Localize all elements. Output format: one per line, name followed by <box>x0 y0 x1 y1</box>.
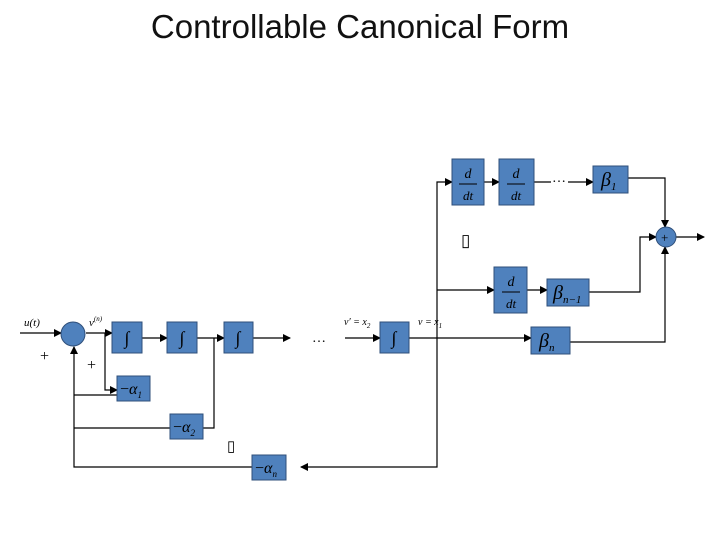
plus-sign-feedback: + <box>87 357 96 374</box>
neg-alpha-2-symbol: α <box>182 419 191 436</box>
placeholder-glyph-bottom: ▯ <box>227 439 235 455</box>
d-dt-block-3: d dt <box>493 266 528 314</box>
beta-n-block: βn <box>530 326 571 355</box>
svg-text:βn: βn <box>538 330 555 354</box>
svg-text:βn−1: βn−1 <box>552 282 581 306</box>
svg-text:−α2: −α2 <box>173 419 195 438</box>
wire-tap-alpha-n <box>300 338 438 471</box>
ellipsis-middle: … <box>312 331 326 346</box>
d-dt-3-numerator: d <box>508 275 516 290</box>
beta-1-subscript: 1 <box>611 181 617 193</box>
neg-alpha-2-block: −α2 <box>169 413 204 440</box>
v-n-label: v <box>89 317 94 329</box>
svg-text:−αn: −αn <box>255 460 277 479</box>
svg-text:−α1: −α1 <box>120 381 142 400</box>
integrator-1-symbol: ∫ <box>124 328 131 349</box>
neg-alpha-n-symbol: α <box>264 460 273 477</box>
plus-sign-input: + <box>40 348 49 365</box>
beta-n-symbol: β <box>538 330 549 352</box>
svg-text:v(n): v(n) <box>89 315 103 329</box>
integrator-3: ∫ <box>223 321 254 354</box>
integrator-1: ∫ <box>111 321 143 354</box>
placeholder-glyph-top: ▯ <box>461 231 470 250</box>
beta-n-minus-1-symbol: β <box>552 282 563 304</box>
ellipsis-top: … <box>552 171 566 186</box>
neg-alpha-n-sign: − <box>255 460 264 477</box>
beta-1-block: β1 <box>592 165 629 194</box>
d-dt-2-denominator: dt <box>511 188 522 203</box>
svg-text:v′ = x2: v′ = x2 <box>344 317 371 330</box>
page-title: Controllable Canonical Form <box>150 8 570 45</box>
neg-alpha-1-block: −α1 <box>116 375 151 402</box>
neg-alpha-1-subscript: 1 <box>137 390 142 400</box>
d-dt-2-numerator: d <box>513 167 521 182</box>
input-label: u(t) <box>24 317 40 329</box>
d-dt-block-1: d dt <box>451 158 485 206</box>
d-dt-1-numerator: d <box>465 167 473 182</box>
integrator-2: ∫ <box>166 321 198 354</box>
right-summing-junction <box>655 226 677 248</box>
v-eq-subscript: 1 <box>439 322 443 330</box>
d-dt-3-denominator: dt <box>506 296 517 311</box>
neg-alpha-2-subscript: 2 <box>190 428 195 438</box>
beta-1-symbol: β <box>600 169 611 191</box>
integrator-n-symbol: ∫ <box>391 328 398 349</box>
v-prime-subscript: 2 <box>367 322 371 330</box>
wire-beta-n-to-sum <box>570 246 669 343</box>
wire-tap-alpha1 <box>104 333 118 394</box>
svg-text:v = x1: v = x1 <box>418 317 442 330</box>
neg-alpha-2-sign: − <box>173 419 182 436</box>
v-eq-label: v = x <box>418 317 439 328</box>
wire-feedback-return <box>70 346 252 468</box>
wire-beta-n1-to-sum <box>589 233 657 293</box>
integrator-2-symbol: ∫ <box>179 328 186 349</box>
v-n-superscript: (n) <box>94 315 103 323</box>
integrator-n: ∫ <box>379 321 410 354</box>
left-summing-junction <box>60 321 86 347</box>
d-dt-block-2: d dt <box>498 158 535 206</box>
d-dt-1-denominator: dt <box>463 188 474 203</box>
beta-n-minus-1-subscript: n−1 <box>563 294 581 306</box>
wire-branch-top <box>436 178 453 338</box>
svg-text:β1: β1 <box>600 169 616 193</box>
neg-alpha-1-sign: − <box>120 381 129 398</box>
neg-alpha-n-subscript: n <box>272 469 277 479</box>
integrator-3-symbol: ∫ <box>235 328 242 349</box>
wire-beta1-to-sum <box>628 177 669 228</box>
beta-n-subscript: n <box>549 342 555 354</box>
neg-alpha-1-symbol: α <box>129 381 138 398</box>
v-prime-label: v′ = x <box>344 317 367 328</box>
plus-sign-output: + <box>661 230 668 245</box>
neg-alpha-n-block: −αn <box>251 454 287 481</box>
beta-n-minus-1-block: βn−1 <box>546 278 590 307</box>
